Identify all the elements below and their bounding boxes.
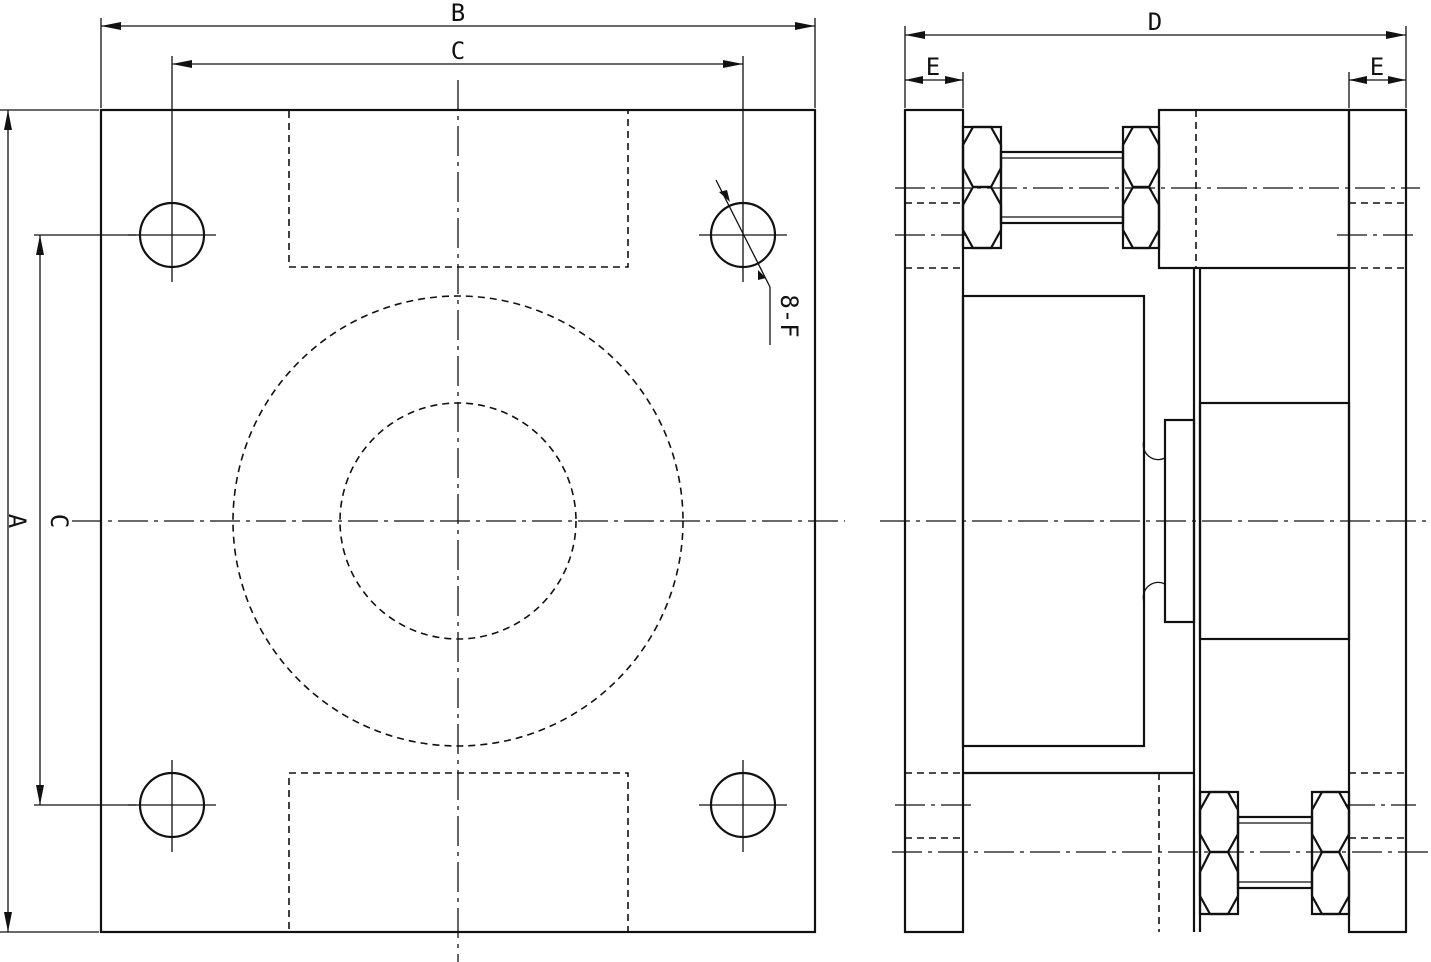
hole-callout-leader <box>715 179 771 345</box>
lower-right-nut <box>1310 790 1351 916</box>
label-e-left: E <box>926 53 940 81</box>
dimension-e-left <box>905 72 964 108</box>
dimension-b <box>100 18 816 108</box>
label-e-right: E <box>1370 53 1384 81</box>
front-view: B C A C 8-F <box>0 0 845 962</box>
side-view: D E E <box>880 8 1431 934</box>
label-d: D <box>1148 8 1162 36</box>
dimension-d <box>904 26 1407 108</box>
upper-left-nut <box>961 125 1003 250</box>
bolt-hole-top-left <box>128 190 216 282</box>
bolt-hole-bottom-left <box>128 760 216 852</box>
dimension-c-horizontal <box>171 56 744 190</box>
side-upper-block <box>1157 108 1351 270</box>
side-hidden-hole-lines <box>905 202 1406 839</box>
label-c-horizontal: C <box>451 37 465 65</box>
label-a: A <box>3 514 31 529</box>
label-b: B <box>451 0 465 27</box>
label-c-vertical: C <box>45 514 73 528</box>
dimension-c-vertical <box>34 234 136 806</box>
bolt-hole-bottom-right <box>699 760 787 852</box>
label-hole-callout: 8-F <box>775 294 803 337</box>
dimension-e-right <box>1348 72 1406 108</box>
dimension-a <box>0 109 99 933</box>
lower-tie-rod <box>1198 790 1351 916</box>
bolt-hole-top-right <box>699 190 787 282</box>
upper-right-nut <box>1121 125 1161 250</box>
lower-left-nut <box>1198 790 1240 916</box>
